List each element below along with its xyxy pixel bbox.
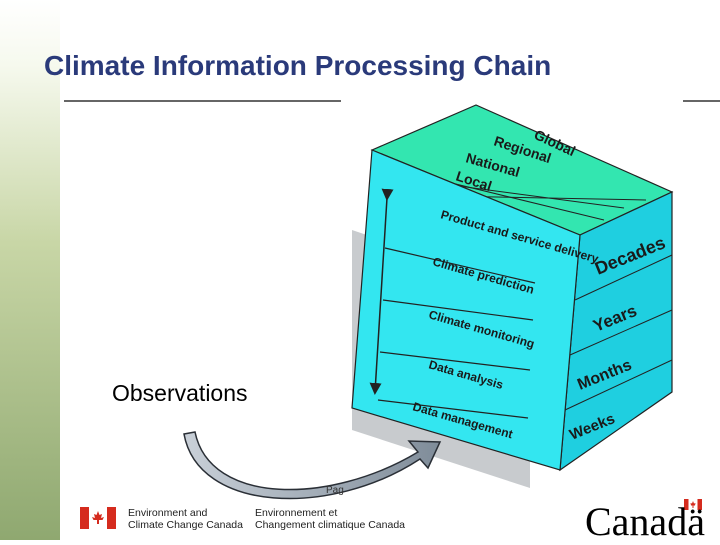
title-underline-left [64, 100, 341, 102]
front-vertical-arrow [369, 188, 394, 395]
department-en-line1: Environment and [128, 507, 208, 519]
wordmark-flag-icon [684, 499, 702, 510]
canada-flag-icon [80, 507, 116, 529]
department-fr-line1: Environnement et [255, 507, 338, 519]
front-face-arrows [377, 247, 536, 419]
department-en-line2: Climate Change Canada [128, 519, 243, 531]
observations-label: Observations [112, 380, 248, 406]
slide-title: Climate Information Processing Chain [44, 50, 552, 81]
left-decorative-bar [0, 0, 60, 540]
title-underline-right [683, 100, 720, 102]
page-label: Pag [326, 485, 344, 496]
department-name-english: Environment and Climate Change Canada [128, 507, 243, 531]
side-face-divider-lines [564, 254, 673, 411]
canada-wordmark: Canadä [585, 499, 705, 544]
cube-front-face [351, 149, 581, 471]
department-fr-line2: Changement climatique Canada [255, 519, 406, 531]
department-name-french: Environnement et Changement climatique C… [255, 507, 405, 531]
observations-curved-arrow [183, 431, 442, 500]
